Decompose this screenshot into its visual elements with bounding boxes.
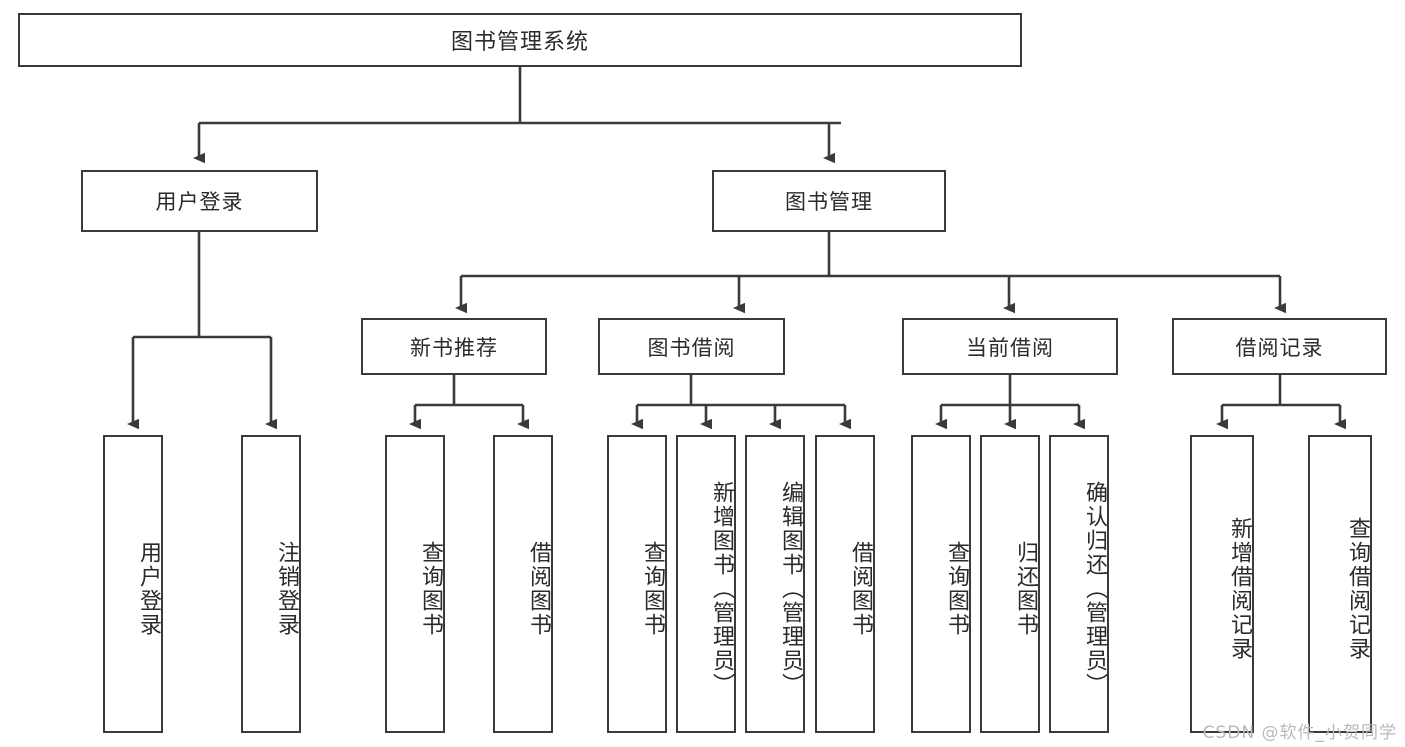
leaf-query-borrow-record[interactable]: 查询借阅记录 [1308, 435, 1372, 733]
node-label: 编辑图书（管理员） [778, 481, 803, 697]
node-label: 查询图书 [944, 541, 969, 637]
node-new-book-recommend[interactable]: 新书推荐 [361, 318, 547, 375]
node-label: 借阅图书 [848, 541, 873, 637]
node-label: 新增借阅记录 [1227, 517, 1252, 661]
node-label: 图书借阅 [647, 335, 736, 360]
node-label: 查询图书 [418, 541, 443, 637]
leaf-borrow-book-recommend[interactable]: 借阅图书 [493, 435, 553, 733]
node-label: 注销登录 [274, 541, 299, 637]
node-current-borrow[interactable]: 当前借阅 [902, 318, 1118, 375]
node-book-management[interactable]: 图书管理 [712, 170, 946, 232]
leaf-return-book[interactable]: 归还图书 [980, 435, 1040, 733]
node-borrow-record[interactable]: 借阅记录 [1172, 318, 1387, 375]
node-book-borrow[interactable]: 图书借阅 [598, 318, 785, 375]
node-label: 当前借阅 [966, 335, 1054, 360]
node-label: 用户登录 [136, 541, 161, 637]
node-label: 新增图书（管理员） [709, 481, 734, 697]
node-label: 确认归还（管理员） [1082, 481, 1107, 697]
leaf-query-book-borrow[interactable]: 查询图书 [607, 435, 667, 733]
leaf-confirm-return-admin[interactable]: 确认归还（管理员） [1049, 435, 1109, 733]
node-label: 新书推荐 [410, 335, 498, 360]
node-label: 查询图书 [640, 541, 665, 637]
leaf-user-login[interactable]: 用户登录 [103, 435, 163, 733]
leaf-query-book-recommend[interactable]: 查询图书 [385, 435, 445, 733]
leaf-add-book-admin[interactable]: 新增图书（管理员） [676, 435, 736, 733]
node-label: 借阅记录 [1235, 335, 1324, 360]
node-label: 归还图书 [1013, 541, 1038, 637]
leaf-borrow-book[interactable]: 借阅图书 [815, 435, 875, 733]
node-root-book-management-system[interactable]: 图书管理系统 [18, 13, 1022, 67]
node-user-login[interactable]: 用户登录 [81, 170, 318, 232]
node-label: 借阅图书 [526, 541, 551, 637]
node-label: 图书管理 [785, 190, 873, 214]
node-label: 图书管理系统 [450, 30, 589, 55]
leaf-add-borrow-record[interactable]: 新增借阅记录 [1190, 435, 1254, 733]
leaf-logout-login[interactable]: 注销登录 [241, 435, 301, 733]
node-label: 查询借阅记录 [1345, 517, 1370, 661]
node-label: 用户登录 [155, 190, 244, 214]
leaf-edit-book-admin[interactable]: 编辑图书（管理员） [745, 435, 805, 733]
leaf-query-book-current[interactable]: 查询图书 [911, 435, 971, 733]
csdn-watermark: CSDN @软件_小贺同学 [1202, 723, 1397, 743]
